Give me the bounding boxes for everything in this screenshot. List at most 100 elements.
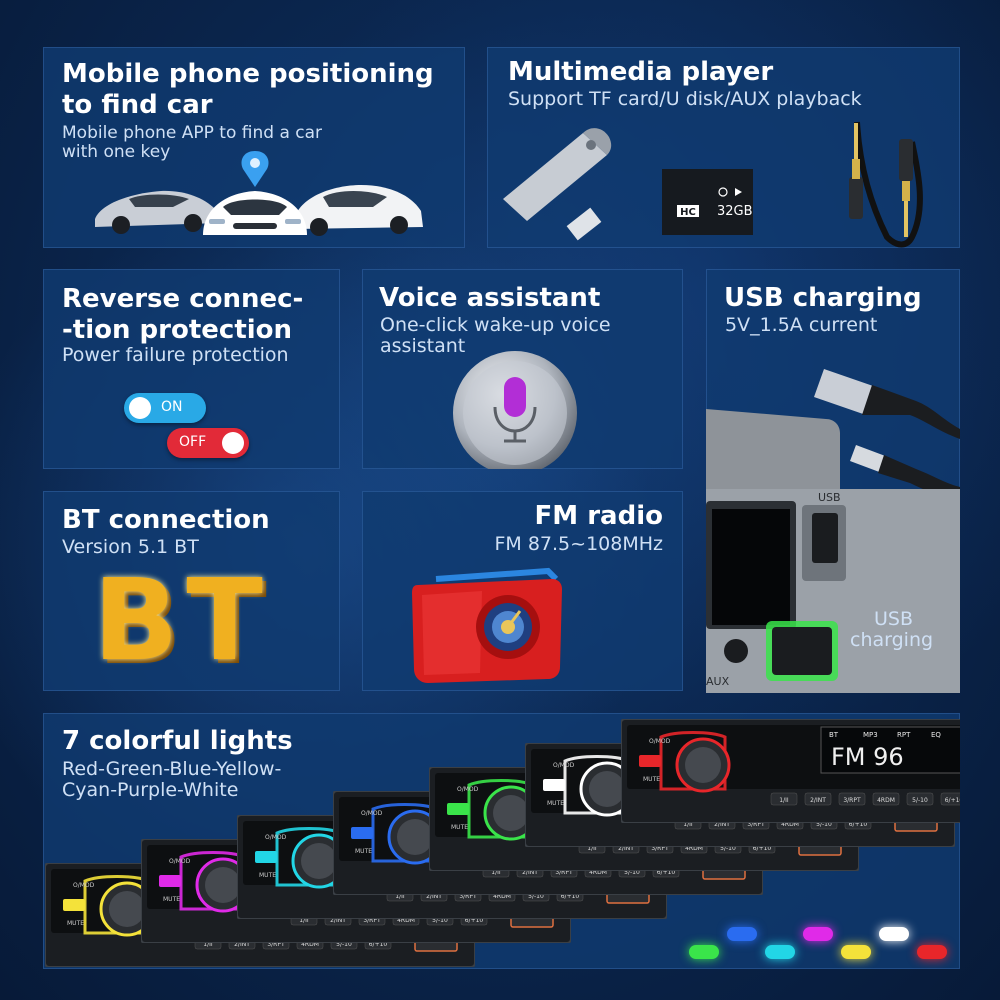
- preset-button-label: 4RDM: [781, 821, 799, 828]
- mode-label: O/MOD: [649, 738, 671, 745]
- mute-label: MUTE: [67, 920, 84, 927]
- bt-subtitle: Version 5.1 BT: [62, 536, 199, 558]
- preset-button-5: [906, 792, 934, 806]
- sd-logo-text: HC: [680, 207, 696, 218]
- preset-button-label: 1/II: [779, 797, 789, 804]
- usb-title: USB charging: [724, 283, 922, 313]
- car-center-icon: [203, 191, 307, 235]
- color-swatches: [43, 713, 960, 969]
- preset-button-1: [770, 792, 798, 806]
- mode-label: O/MOD: [265, 834, 287, 841]
- fm-title: FM radio: [534, 501, 663, 531]
- preset-button-label: 6/+10: [657, 869, 676, 876]
- microphone-icon: [493, 377, 537, 443]
- panel-voice-assistant: Voice assistant One-click wake-up voice …: [362, 269, 683, 469]
- panel-reverse-protection: Reverse connec- -tion protection Power f…: [43, 269, 340, 469]
- preset-button-label: 1/II: [491, 869, 501, 876]
- preset-button-label: 1/II: [395, 893, 405, 900]
- preset-button-label: 4RDM: [877, 797, 895, 804]
- usb-subtitle: 5V_1.5A current: [725, 314, 878, 336]
- preset-button-label: 5/-10: [816, 821, 832, 828]
- preset-button-label: 5/-10: [432, 917, 448, 924]
- panel-bt-connection: BT connection Version 5.1 BT BT: [43, 491, 340, 691]
- cars-illustration: [95, 151, 423, 236]
- multimedia-subtitle: Support TF card/U disk/AUX playback: [508, 88, 862, 110]
- media-illustration: HC 32GB: [503, 121, 923, 248]
- preset-button-label: 3/RPT: [555, 869, 573, 876]
- color-swatch-6: [879, 927, 909, 941]
- preset-button-label: 4RDM: [685, 845, 703, 852]
- bt-title: BT connection: [62, 505, 270, 535]
- mobile-title-line1: Mobile phone positioning: [62, 59, 434, 89]
- lcd-display: [820, 726, 960, 774]
- preset-button-label: 3/RPT: [363, 917, 381, 924]
- mode-label: O/MOD: [169, 858, 191, 865]
- preset-button-label: 6/+10: [945, 797, 960, 804]
- mobile-title-line2: to find car: [62, 90, 213, 120]
- mute-label: MUTE: [355, 848, 372, 855]
- panel-colorful-lights: 7 colorful lights Red-Green-Blue-Yellow-…: [43, 713, 960, 969]
- voice-title: Voice assistant: [379, 283, 601, 313]
- display-tag: RPT: [897, 731, 911, 739]
- preset-button-label: 3/RPT: [459, 893, 477, 900]
- car-right-icon: [295, 185, 423, 236]
- preset-button-label: 4RDM: [589, 869, 607, 876]
- usb-a-cable-icon: [814, 369, 960, 439]
- voice-subtitle-line1: One-click wake-up voice: [380, 314, 611, 336]
- preset-button-label: 1/II: [203, 941, 213, 948]
- preset-button-label: 1/II: [299, 917, 309, 924]
- preset-button-label: 5/-10: [912, 797, 928, 804]
- toggle-off-label: OFF: [179, 434, 207, 450]
- preset-button-label: 4RDM: [397, 917, 415, 924]
- mute-label: MUTE: [451, 824, 468, 831]
- preset-button-3: [838, 792, 866, 806]
- preset-button-label: 3/RPT: [843, 797, 861, 804]
- preset-button-6: [940, 792, 960, 806]
- panel-fm-radio: FM radio FM 87.5~108MHz: [362, 491, 683, 691]
- reverse-title-line1: Reverse connec-: [62, 284, 304, 314]
- mute-label: MUTE: [547, 800, 564, 807]
- preset-button-label: 1/II: [683, 821, 693, 828]
- usb-flash-drive-icon: [503, 128, 612, 241]
- color-swatch-2: [727, 927, 757, 941]
- usb-caption-line1: USB: [874, 608, 914, 630]
- mode-label: O/MOD: [457, 786, 479, 793]
- color-swatch-4: [803, 927, 833, 941]
- preset-button-2: [804, 792, 832, 806]
- sd-card-icon: HC 32GB: [662, 169, 753, 235]
- display-tag: MP3: [863, 731, 878, 739]
- multimedia-title: Multimedia player: [508, 57, 774, 87]
- preset-button-label: 2/INT: [330, 917, 346, 924]
- lights-subtitle-line2: Cyan-Purple-White: [62, 779, 239, 801]
- preset-button-4: [872, 792, 900, 806]
- mode-label: O/MOD: [553, 762, 575, 769]
- panel-mobile-positioning: Mobile phone positioning to find car Mob…: [43, 47, 465, 248]
- car-left-icon: [95, 190, 219, 234]
- voice-subtitle-line2: assistant: [380, 335, 466, 357]
- preset-button-label: 2/INT: [810, 797, 826, 804]
- panel-usb-charging: USB charging 5V_1.5A current USB AUX USB: [706, 269, 960, 693]
- reverse-subtitle: Power failure protection: [62, 344, 289, 366]
- preset-button-label: 2/INT: [714, 821, 730, 828]
- radio-icon: [412, 567, 562, 683]
- color-swatch-1: [689, 945, 719, 959]
- toggle-off[interactable]: OFF: [167, 428, 249, 458]
- color-swatch-7: [917, 945, 947, 959]
- mobile-subtitle-line2: with one key: [62, 142, 171, 162]
- reverse-title-line2: -tion protection: [62, 315, 293, 345]
- preset-button-label: 5/-10: [336, 941, 352, 948]
- preset-button-label: 3/RPT: [267, 941, 285, 948]
- color-swatch-3: [765, 945, 795, 959]
- toggle-on[interactable]: ON: [124, 393, 206, 423]
- panel-multimedia-player: Multimedia player Support TF card/U disk…: [487, 47, 960, 248]
- preset-button-label: 6/+10: [849, 821, 868, 828]
- preset-button-label: 2/INT: [522, 869, 538, 876]
- usb-port-label: USB: [818, 491, 841, 504]
- preset-button-label: 3/RPT: [747, 821, 765, 828]
- voice-button[interactable]: [362, 269, 683, 469]
- preset-button-label: 3/RPT: [651, 845, 669, 852]
- usb-illustration: USB AUX: [706, 369, 960, 693]
- lights-title: 7 colorful lights: [62, 726, 293, 756]
- color-swatch-5: [841, 945, 871, 959]
- head-unit-face: USB AUX: [706, 409, 960, 693]
